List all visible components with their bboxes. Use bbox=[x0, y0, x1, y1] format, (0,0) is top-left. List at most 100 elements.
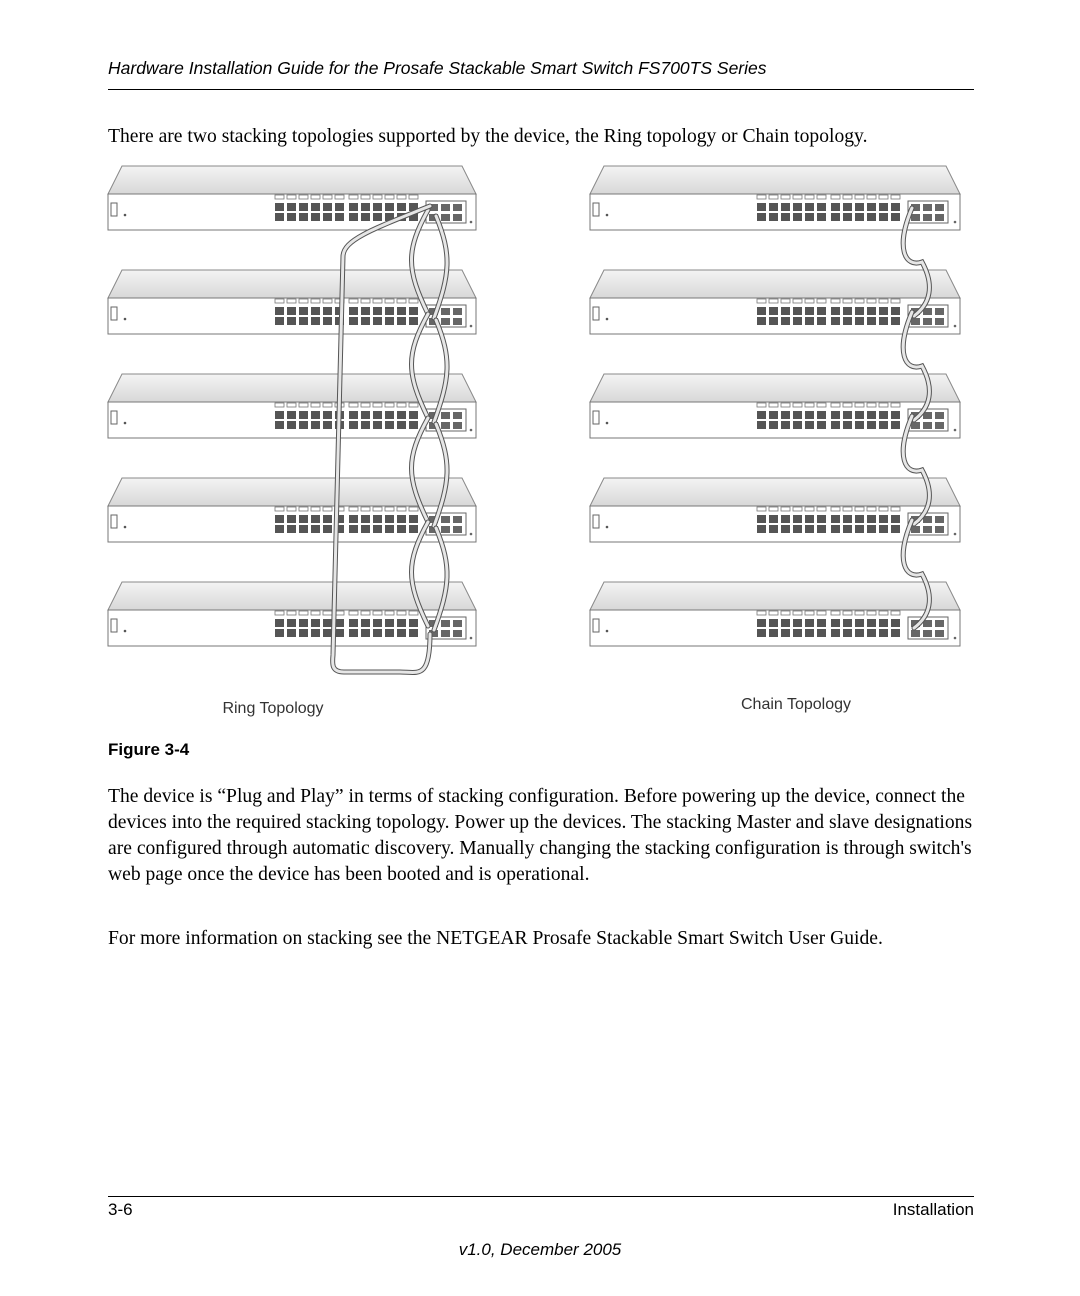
stacking-port-icon bbox=[441, 412, 450, 419]
port-led-icon bbox=[274, 402, 285, 408]
ethernet-port-icon bbox=[855, 515, 864, 523]
ethernet-port-icon bbox=[817, 213, 826, 221]
ethernet-port-icon bbox=[409, 411, 418, 419]
ethernet-port-icon bbox=[323, 203, 332, 211]
ethernet-port-icon bbox=[843, 619, 852, 627]
port-led-icon bbox=[348, 610, 359, 616]
ethernet-port-icon bbox=[311, 421, 320, 429]
ethernet-port-icon bbox=[409, 619, 418, 627]
chain-cable bbox=[901, 414, 931, 526]
netgear-logo-icon bbox=[110, 618, 118, 633]
ethernet-port-icon bbox=[805, 307, 814, 315]
port-led-icon bbox=[890, 506, 901, 512]
stacking-port-icon bbox=[453, 516, 462, 523]
port-led-icon bbox=[890, 194, 901, 200]
stacking-port-icon bbox=[911, 412, 920, 419]
port-led-icon bbox=[322, 610, 333, 616]
port-led-icon bbox=[396, 610, 407, 616]
switch-top bbox=[589, 373, 961, 403]
port-led-icon bbox=[396, 194, 407, 200]
stacking-port-icon bbox=[441, 204, 450, 211]
stacking-port-icon bbox=[441, 620, 450, 627]
netgear-logo-icon bbox=[592, 306, 600, 321]
ethernet-port-icon bbox=[373, 203, 382, 211]
ethernet-port-icon bbox=[817, 421, 826, 429]
power-led-icon bbox=[605, 213, 609, 217]
stacking-cable bbox=[410, 208, 430, 316]
ethernet-port-icon bbox=[275, 411, 284, 419]
stacking-port-icon bbox=[453, 308, 462, 315]
ethernet-port-icon bbox=[843, 525, 852, 533]
stacking-port-icon bbox=[453, 620, 462, 627]
ethernet-port-icon bbox=[793, 307, 802, 315]
ethernet-port-icon bbox=[349, 619, 358, 627]
ethernet-port-icon bbox=[349, 203, 358, 211]
ethernet-port-icon bbox=[409, 317, 418, 325]
port-led-icon bbox=[310, 402, 321, 408]
ethernet-port-icon bbox=[311, 203, 320, 211]
switch-front-panel bbox=[107, 401, 477, 439]
stacking-port-icon bbox=[923, 204, 932, 211]
ethernet-port-icon bbox=[335, 525, 344, 533]
ethernet-port-icon bbox=[855, 317, 864, 325]
status-led-icon bbox=[953, 220, 957, 224]
stacking-port-icon bbox=[441, 526, 450, 533]
port-led-icon bbox=[360, 402, 371, 408]
port-led-icon bbox=[360, 298, 371, 304]
stacking-port-icon bbox=[441, 318, 450, 325]
stacking-port-icon bbox=[453, 412, 462, 419]
ethernet-port-icon bbox=[831, 411, 840, 419]
stacking-port-icon bbox=[429, 308, 438, 315]
port-led-icon bbox=[408, 610, 419, 616]
ethernet-port-icon bbox=[275, 525, 284, 533]
netgear-logo-icon bbox=[592, 618, 600, 633]
ethernet-port-icon bbox=[275, 515, 284, 523]
port-led-icon bbox=[842, 194, 853, 200]
status-led-icon bbox=[953, 324, 957, 328]
stacking-cable bbox=[432, 526, 449, 632]
switch-unit bbox=[589, 373, 961, 439]
ethernet-port-icon bbox=[831, 525, 840, 533]
ethernet-port-icon bbox=[287, 203, 296, 211]
ethernet-port-icon bbox=[843, 411, 852, 419]
stacking-port-icon bbox=[911, 422, 920, 429]
port-led-icon bbox=[768, 402, 779, 408]
stacking-port-icon bbox=[935, 630, 944, 637]
port-led-icon bbox=[890, 610, 901, 616]
stacking-port-icon bbox=[453, 318, 462, 325]
stacking-port-icon bbox=[429, 204, 438, 211]
port-led-icon bbox=[768, 506, 779, 512]
switch-front-panel bbox=[107, 297, 477, 335]
ethernet-port-icon bbox=[299, 213, 308, 221]
footer-rule bbox=[108, 1196, 974, 1197]
ethernet-port-icon bbox=[769, 203, 778, 211]
ethernet-port-icon bbox=[757, 515, 766, 523]
ethernet-port-icon bbox=[843, 317, 852, 325]
ethernet-port-icon bbox=[769, 411, 778, 419]
ethernet-port-icon bbox=[831, 213, 840, 221]
status-led-icon bbox=[953, 428, 957, 432]
ethernet-port-icon bbox=[311, 629, 320, 637]
ethernet-port-icon bbox=[817, 629, 826, 637]
ethernet-port-icon bbox=[781, 203, 790, 211]
ethernet-port-icon bbox=[373, 515, 382, 523]
ethernet-port-icon bbox=[361, 629, 370, 637]
header-rule bbox=[108, 89, 974, 90]
port-led-icon bbox=[854, 506, 865, 512]
ring-cables bbox=[330, 203, 450, 676]
ethernet-port-icon bbox=[323, 421, 332, 429]
ethernet-port-icon bbox=[311, 213, 320, 221]
ethernet-port-icon bbox=[793, 525, 802, 533]
ethernet-port-icon bbox=[793, 203, 802, 211]
ethernet-port-icon bbox=[385, 307, 394, 315]
ethernet-port-icon bbox=[805, 525, 814, 533]
stacking-port-icon bbox=[441, 308, 450, 315]
port-led-icon bbox=[372, 610, 383, 616]
chain-cable bbox=[901, 518, 931, 630]
ethernet-port-icon bbox=[793, 629, 802, 637]
ethernet-port-icon bbox=[793, 515, 802, 523]
power-led-icon bbox=[605, 525, 609, 529]
port-led-icon bbox=[298, 402, 309, 408]
ethernet-port-icon bbox=[397, 317, 406, 325]
port-led-icon bbox=[830, 298, 841, 304]
